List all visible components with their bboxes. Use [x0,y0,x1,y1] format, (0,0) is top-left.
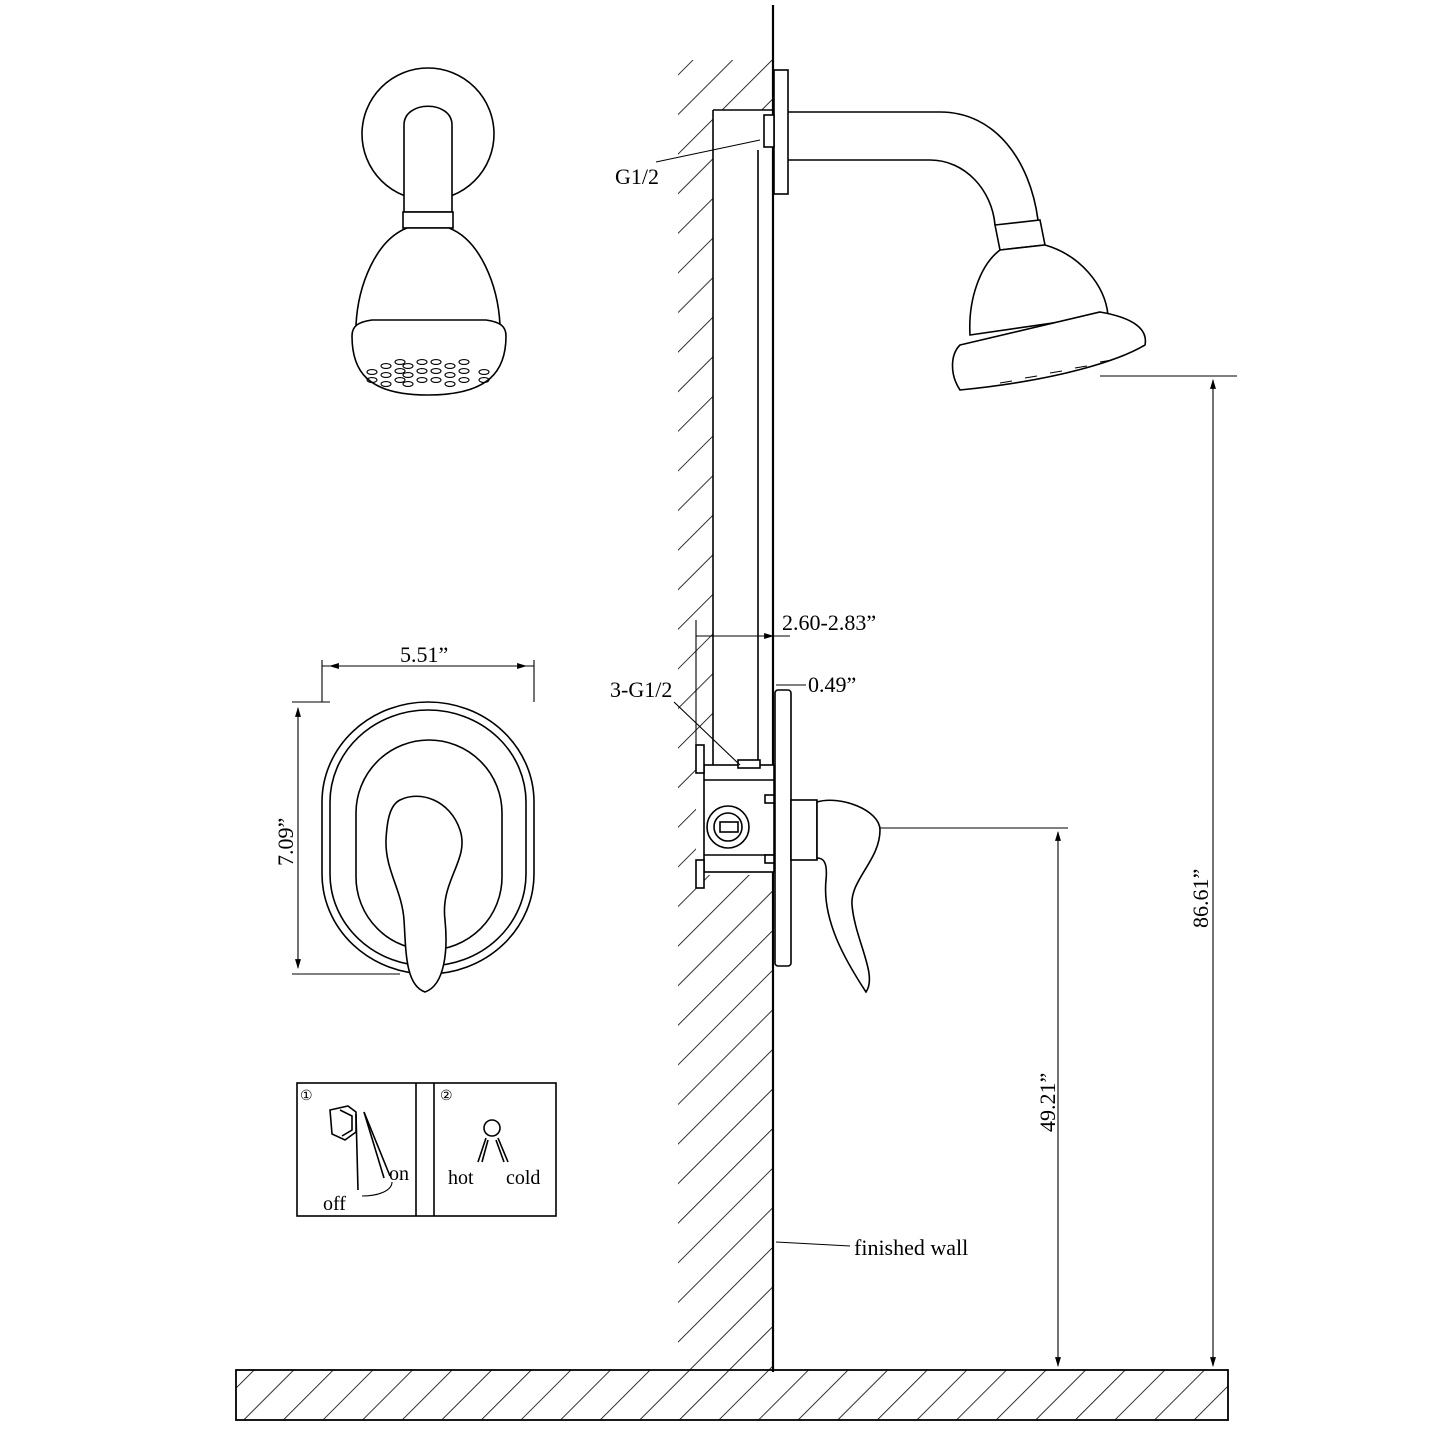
head-height-label: 86.61” [1188,869,1213,928]
operation-instructions: ① on off ② hot cold [296,1082,557,1217]
finished-wall-callout: finished wall [775,1235,968,1260]
step1-on-off: ① on off [300,1089,409,1215]
head-height-dimension: 86.61” [1100,375,1237,1367]
depth-label: 2.60-2.83” [782,610,876,635]
shower-nozzles-front [366,359,490,387]
plate-height-label: 7.09” [273,818,298,866]
step2-number: ② [440,1089,453,1104]
step2-hot-cold: ② hot cold [440,1089,540,1189]
valve-height-label: 49.21” [1035,1073,1060,1132]
trim-handle-side [774,689,881,994]
floor [235,1369,1229,1421]
g12-label: G1/2 [615,164,659,189]
plate-width-label: 5.51” [400,642,448,667]
trim-thickness-label: 0.49” [808,672,856,697]
g12-multi-label: 3-G1/2 [610,677,672,702]
g12-multi-callout: 3-G1/2 [610,677,741,766]
wall-section [678,5,776,1372]
hot-label: hot [448,1167,474,1189]
cold-label: cold [506,1167,540,1189]
g12-callout: G1/2 [615,139,761,189]
valve-height-dimension: 49.21” [880,827,1068,1367]
on-label: on [389,1163,409,1185]
trim-thickness-callout: 0.49” [776,672,856,697]
finished-wall-label: finished wall [854,1235,968,1260]
trim-plate-front: 5.51” 7.09” [273,642,535,993]
off-label: off [323,1193,346,1215]
depth-dimension: 2.60-2.83” [695,610,876,745]
shower-head-front [351,67,507,396]
shower-nozzles-side [999,359,1113,384]
valve-body [695,744,775,889]
shower-arm-side [763,69,1147,391]
step1-number: ① [300,1089,313,1104]
